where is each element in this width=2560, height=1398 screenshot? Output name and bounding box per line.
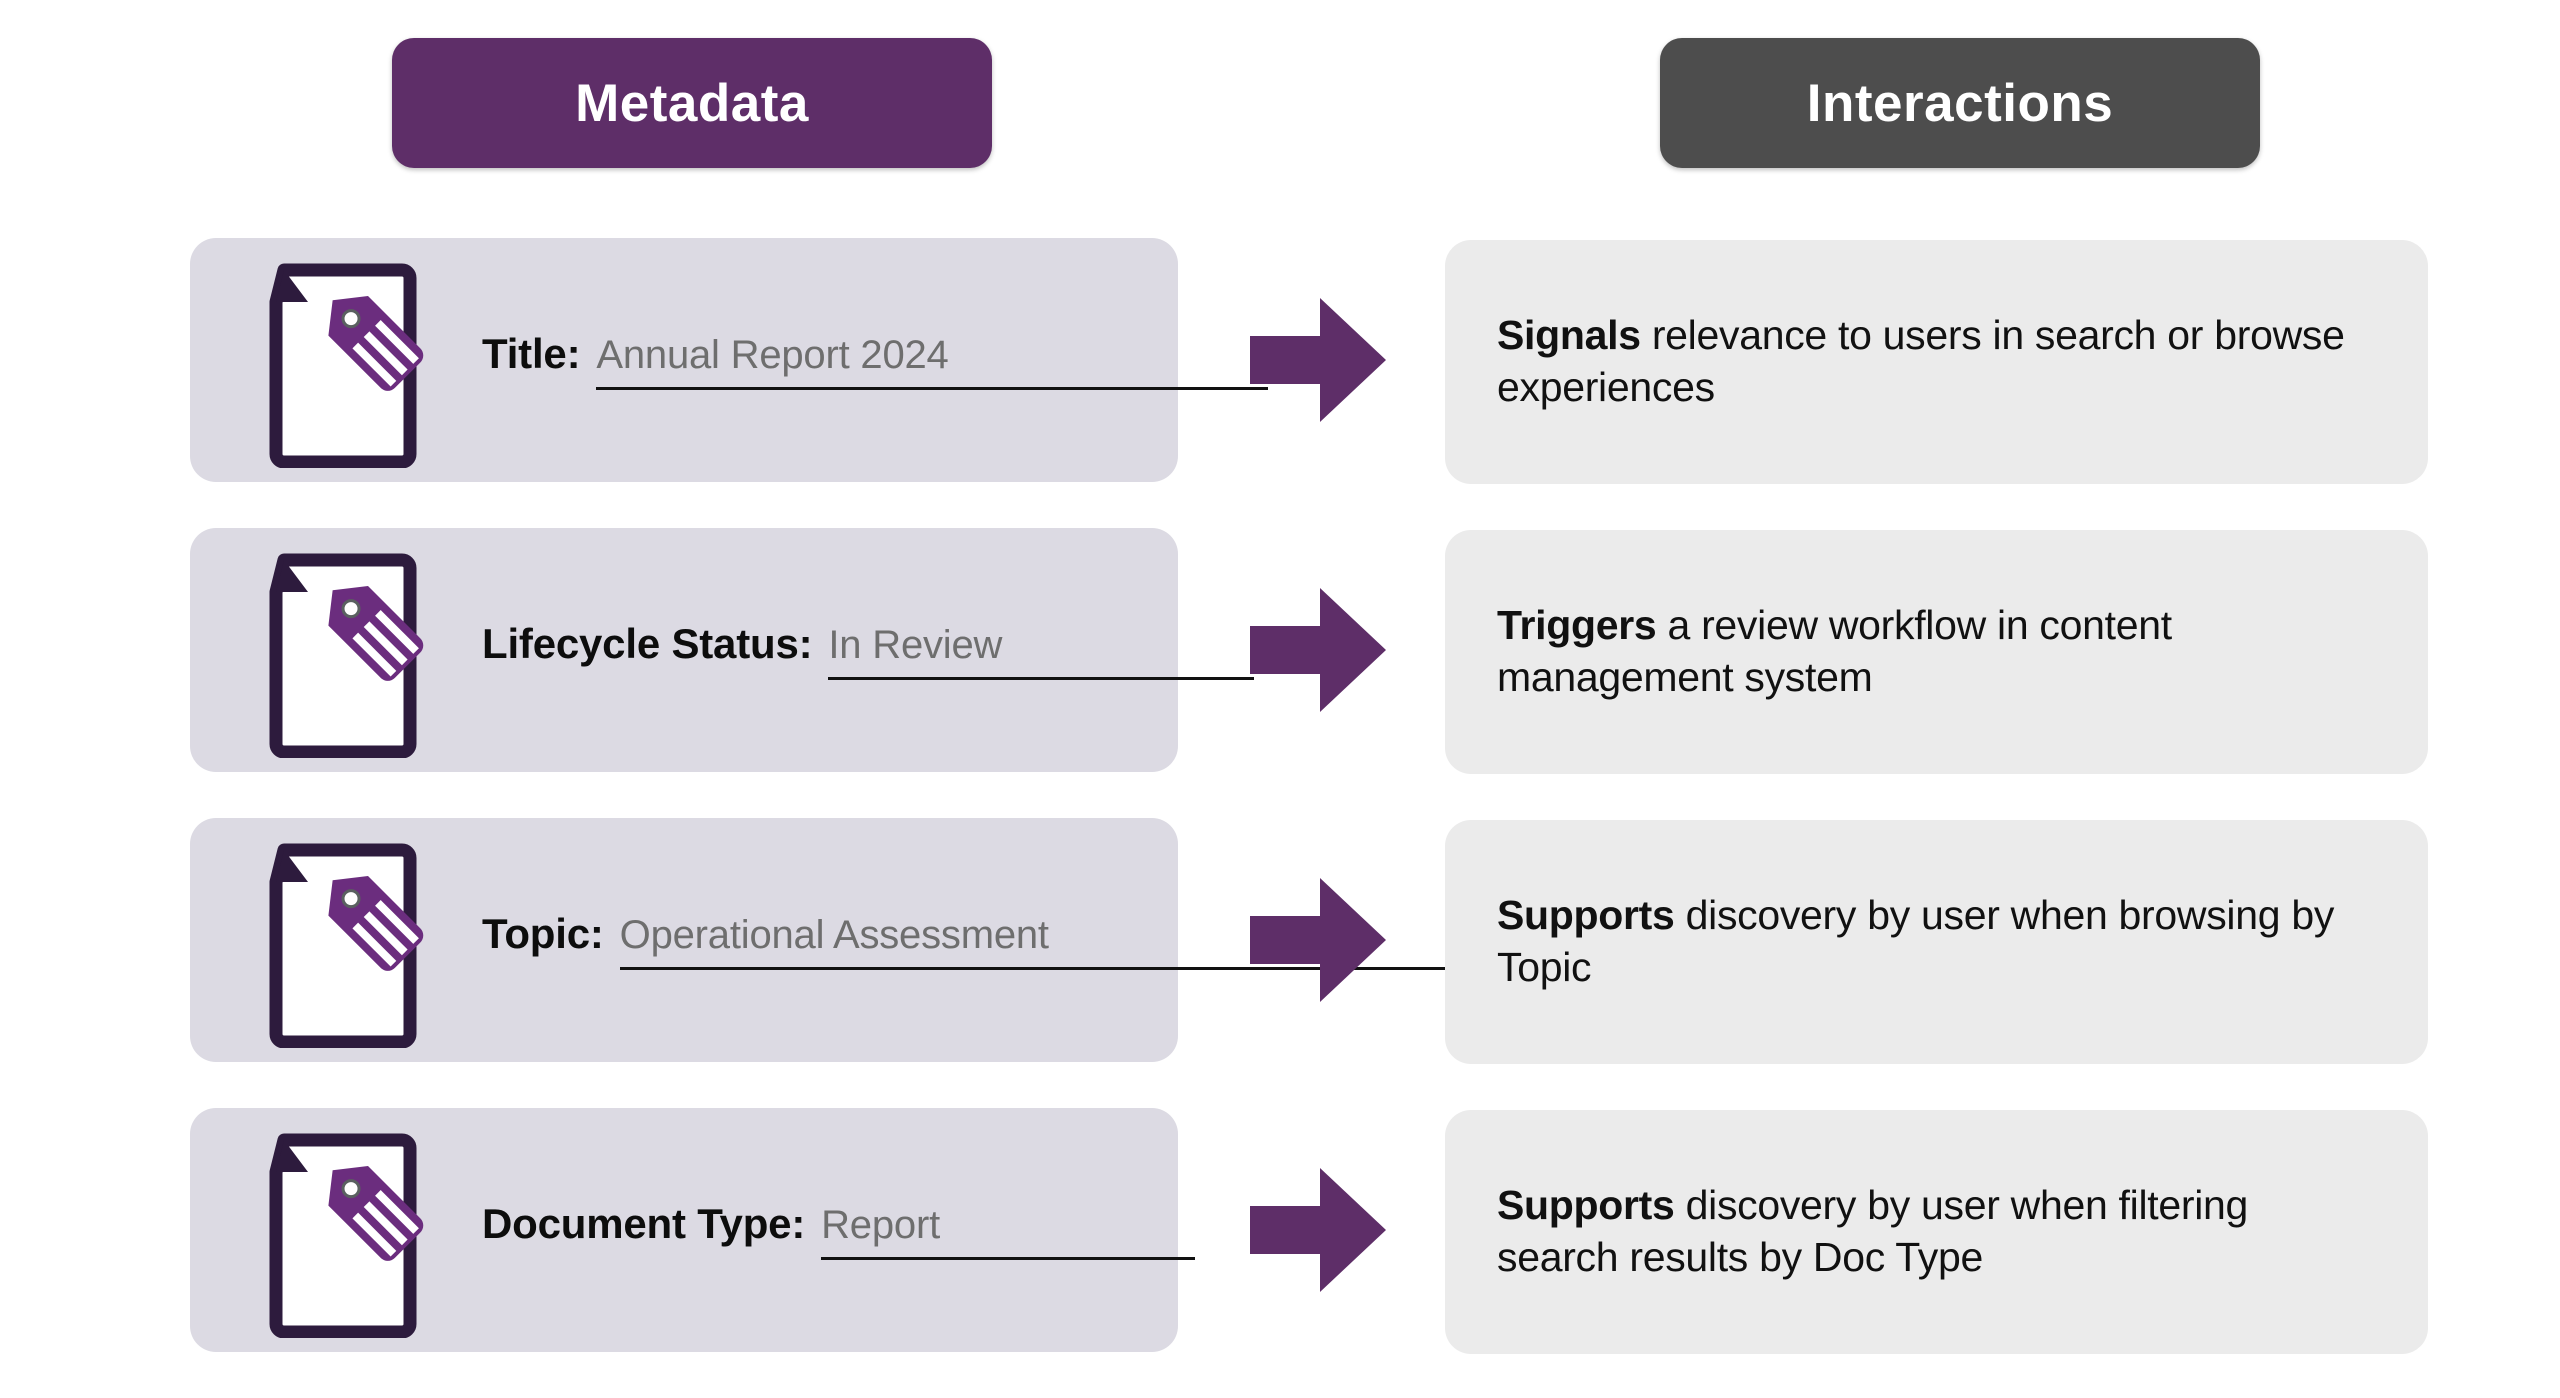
metadata-card[interactable]: Lifecycle Status: In Review <box>190 528 1255 772</box>
metadata-row: Lifecycle Status: In Review Triggers a r… <box>0 528 2560 774</box>
document-tag-icon <box>252 1126 442 1338</box>
metadata-field-value-wrap[interactable]: In Review <box>828 623 1255 680</box>
metadata-row: Topic: Operational Assessment Supports d… <box>0 818 2560 1064</box>
metadata-card[interactable]: Topic: Operational Assessment <box>190 818 1539 1062</box>
interaction-text: Signals relevance to users in search or … <box>1445 310 2428 413</box>
interaction-card[interactable]: Signals relevance to users in search or … <box>1445 240 2428 484</box>
interaction-lead-word: Supports <box>1497 1182 1675 1229</box>
metadata-field-underline <box>596 387 1269 390</box>
metadata-row: Title: Annual Report 2024 Signals releva… <box>0 238 2560 484</box>
metadata-rows: Title: Annual Report 2024 Signals releva… <box>0 238 2560 1398</box>
metadata-field-label: Title: <box>482 330 581 377</box>
metadata-field-value-wrap[interactable]: Report <box>821 1203 1196 1260</box>
interaction-text: Supports discovery by user when browsing… <box>1445 890 2428 993</box>
interaction-card[interactable]: Triggers a review workflow in content ma… <box>1445 530 2428 774</box>
metadata-field-label: Lifecycle Status: <box>482 620 813 667</box>
right-block-arrow-icon <box>1250 298 1386 422</box>
metadata-field-value: Report <box>821 1203 940 1247</box>
metadata-field: Document Type: Report <box>482 1200 1196 1260</box>
column-headers: Metadata Interactions <box>0 0 2560 190</box>
interaction-card[interactable]: Supports discovery by user when filterin… <box>1445 1110 2428 1354</box>
interaction-rest-text: relevance to users in search or browse e… <box>1497 312 2345 410</box>
interaction-text: Supports discovery by user when filterin… <box>1445 1180 2428 1283</box>
metadata-field-value-wrap[interactable]: Annual Report 2024 <box>596 333 1269 390</box>
metadata-field-underline <box>821 1257 1196 1260</box>
interaction-rest-text: discovery by user when browsing by Topic <box>1497 892 2335 990</box>
metadata-card[interactable]: Title: Annual Report 2024 <box>190 238 1269 482</box>
metadata-card[interactable]: Document Type: Report <box>190 1108 1196 1352</box>
right-block-arrow-icon <box>1250 1168 1386 1292</box>
metadata-field-label: Document Type: <box>482 1200 806 1247</box>
metadata-field-value: In Review <box>828 623 1003 667</box>
metadata-field-underline <box>828 677 1255 680</box>
interaction-text: Triggers a review workflow in content ma… <box>1445 600 2428 703</box>
interaction-card[interactable]: Supports discovery by user when browsing… <box>1445 820 2428 1064</box>
metadata-field: Title: Annual Report 2024 <box>482 330 1269 390</box>
metadata-field: Lifecycle Status: In Review <box>482 620 1255 680</box>
interaction-rest-text: a review workflow in content management … <box>1497 602 2172 700</box>
metadata-field-value: Annual Report 2024 <box>596 333 949 377</box>
right-block-arrow-icon <box>1250 588 1386 712</box>
interaction-lead-word: Triggers <box>1497 602 1657 649</box>
column-header-interactions-label: Interactions <box>1806 73 2114 133</box>
document-tag-icon <box>252 836 442 1048</box>
metadata-field: Topic: Operational Assessment <box>482 910 1539 970</box>
metadata-field-label: Topic: <box>482 910 604 957</box>
metadata-field-underline <box>619 967 1539 970</box>
document-tag-icon <box>252 256 442 468</box>
right-block-arrow-icon <box>1250 878 1386 1002</box>
column-header-metadata-label: Metadata <box>575 73 809 133</box>
interaction-lead-word: Signals <box>1497 312 1641 359</box>
metadata-field-value: Operational Assessment <box>619 913 1049 957</box>
interaction-rest-text: discovery by user when filtering search … <box>1497 1182 2249 1280</box>
document-tag-icon <box>252 546 442 758</box>
column-header-metadata: Metadata <box>392 38 992 168</box>
column-header-interactions: Interactions <box>1660 38 2260 168</box>
metadata-row: Document Type: Report Supports discovery… <box>0 1108 2560 1354</box>
interaction-lead-word: Supports <box>1497 892 1675 939</box>
metadata-field-value-wrap[interactable]: Operational Assessment <box>619 913 1539 970</box>
